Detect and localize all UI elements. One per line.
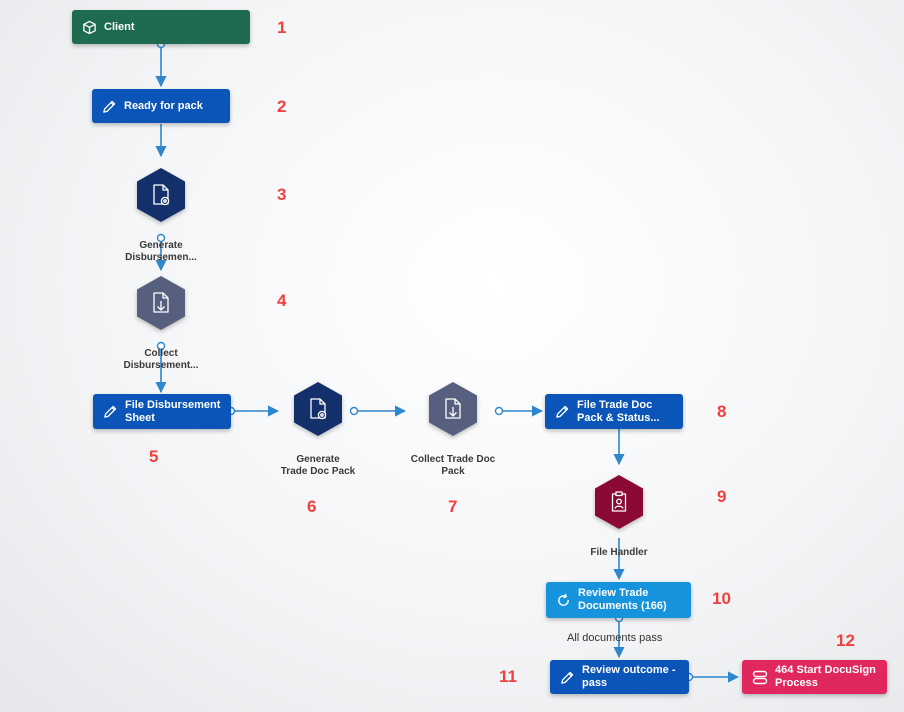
step-number-5: 5 xyxy=(149,447,159,466)
port-collect-disbursement-out[interactable] xyxy=(156,341,166,351)
client-label: Client xyxy=(104,20,135,33)
step-number-3: 3 xyxy=(277,185,287,204)
file-handler-label: File Handler xyxy=(590,547,648,558)
file-disbursement-sheet-node[interactable]: File Disbursement Sheet xyxy=(93,394,231,429)
document-download-icon xyxy=(445,398,461,419)
step-number-6: 6 xyxy=(307,497,317,516)
generate-disbursement-label: Generate Disbursemen... xyxy=(125,240,197,263)
step-number-8: 8 xyxy=(717,402,727,421)
port-generate-disbursement-out[interactable] xyxy=(156,233,166,243)
start-docusign-node[interactable]: 464 Start DocuSign Process xyxy=(742,660,887,694)
review-outcome-pass-label: Review outcome - pass xyxy=(582,664,676,689)
pencil-icon xyxy=(555,404,570,419)
file-disbursement-sheet-label: File Disbursement Sheet xyxy=(125,398,221,424)
collect-trade-doc-pack-node[interactable] xyxy=(428,381,478,437)
file-trade-doc-pack-label: File Trade Doc Pack & Status... xyxy=(577,398,660,424)
edge-label-all-documents-pass: All documents pass xyxy=(567,632,663,644)
step-number-7: 7 xyxy=(448,497,458,516)
step-number-1: 1 xyxy=(277,18,287,37)
step-number-4: 4 xyxy=(277,291,287,310)
start-docusign-label: 464 Start DocuSign Process xyxy=(775,664,876,689)
generate-trade-doc-pack-node[interactable] xyxy=(293,381,343,437)
pencil-icon xyxy=(102,99,117,114)
review-trade-documents-label: Review Trade Documents (166) xyxy=(578,587,667,612)
step-number-2: 2 xyxy=(277,97,287,116)
document-gear-icon xyxy=(153,184,170,206)
generate-disbursement-node[interactable] xyxy=(136,167,186,223)
collect-trade-doc-pack-label: Collect Trade Doc Pack xyxy=(410,454,496,477)
file-handler-node[interactable] xyxy=(594,474,644,530)
generate-trade-doc-pack-label: Generate Trade Doc Pack xyxy=(280,454,356,477)
cube-icon xyxy=(82,20,97,35)
file-trade-doc-pack-node[interactable]: File Trade Doc Pack & Status... xyxy=(545,394,683,429)
subprocess-icon xyxy=(752,670,768,685)
step-number-9: 9 xyxy=(717,487,727,506)
clipboard-user-icon xyxy=(611,491,627,512)
client-node[interactable]: Client xyxy=(72,10,250,44)
ready-for-pack-label: Ready for pack xyxy=(124,99,203,112)
port-collect-trade-out[interactable] xyxy=(494,406,504,416)
collect-disbursement-label: Collect Disbursement... xyxy=(123,348,199,371)
document-download-icon xyxy=(153,292,169,313)
step-number-11: 11 xyxy=(499,667,517,686)
review-outcome-pass-node[interactable]: Review outcome - pass xyxy=(550,660,689,694)
pencil-icon xyxy=(560,670,575,685)
collect-disbursement-node[interactable] xyxy=(136,275,186,331)
ready-for-pack-node[interactable]: Ready for pack xyxy=(92,89,230,123)
review-trade-documents-node[interactable]: Review Trade Documents (166) xyxy=(546,582,691,618)
review-cycle-icon xyxy=(556,593,571,608)
step-number-10: 10 xyxy=(712,589,731,608)
document-gear-icon xyxy=(310,398,327,420)
port-generate-trade-out[interactable] xyxy=(349,406,359,416)
pencil-icon xyxy=(103,404,118,419)
step-number-12: 12 xyxy=(836,631,855,650)
